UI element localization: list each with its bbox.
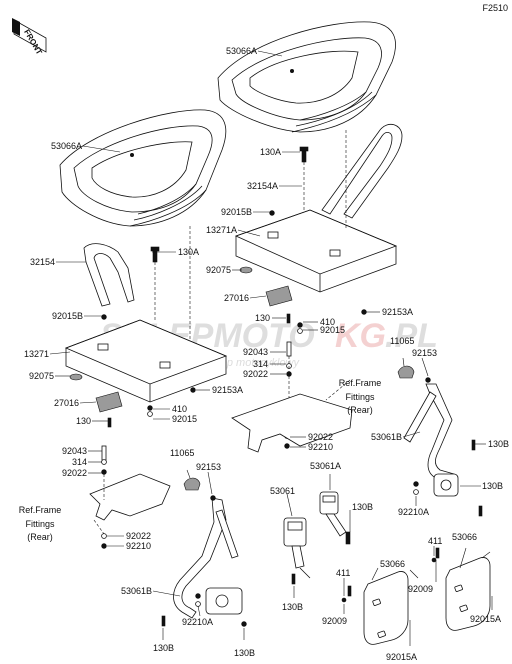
label-53066-b: 53066 bbox=[452, 532, 477, 542]
label-53061a: 53061A bbox=[310, 461, 341, 471]
label-92015-right: 92015 bbox=[320, 325, 345, 335]
label-92043-left: 92043 bbox=[62, 446, 87, 456]
label-92210a-left: 92210A bbox=[182, 617, 213, 627]
label-32154: 32154 bbox=[30, 257, 55, 267]
label-92022-mid2: 92022 bbox=[308, 432, 333, 442]
label-130b-right2: 130B bbox=[482, 481, 503, 491]
label-32154a: 32154A bbox=[247, 181, 278, 191]
label-53066a-top: 53066A bbox=[226, 46, 257, 56]
label-53061: 53061 bbox=[270, 486, 295, 496]
ref-frame-left-line3: (Rear) bbox=[27, 532, 53, 542]
label-92153-left: 92153 bbox=[196, 462, 221, 472]
watermark-text-red: KG bbox=[335, 317, 386, 355]
label-92009-a: 92009 bbox=[322, 616, 347, 626]
label-27016-right: 27016 bbox=[224, 293, 249, 303]
label-92043-mid: 92043 bbox=[243, 347, 268, 357]
label-53066-a: 53066 bbox=[380, 559, 405, 569]
label-92022-left: 92022 bbox=[62, 468, 87, 478]
ref-frame-left-line2: Fittings bbox=[25, 519, 55, 529]
label-130b-center2: 130B bbox=[282, 602, 303, 612]
ref-frame-right-line2: Fittings bbox=[345, 392, 375, 402]
figure-code: F2510 bbox=[482, 3, 508, 13]
label-92210a-right: 92210A bbox=[398, 507, 429, 517]
label-410-left: 410 bbox=[172, 404, 187, 414]
label-92210-mid: 92210 bbox=[308, 442, 333, 452]
label-130-right: 130 bbox=[255, 313, 270, 323]
part-labels: 53066A 53066A 130A 32154A 92015B 13271A … bbox=[24, 46, 509, 662]
label-92015-left: 92015 bbox=[172, 414, 197, 424]
label-130a-mid: 130A bbox=[178, 247, 199, 257]
seatbelt-left-drawing bbox=[161, 477, 247, 627]
label-314-mid: 314 bbox=[253, 359, 268, 369]
label-92015b-right: 92015B bbox=[221, 207, 252, 217]
label-92153a-right: 92153A bbox=[382, 307, 413, 317]
label-92015a-a: 92015A bbox=[386, 652, 417, 662]
label-130b-center: 130B bbox=[352, 502, 373, 512]
bracket-right-drawing bbox=[231, 393, 353, 453]
label-130-left: 130 bbox=[76, 416, 91, 426]
bracket-left-drawing bbox=[89, 473, 171, 521]
label-13271: 13271 bbox=[24, 349, 49, 359]
label-53061b-right: 53061B bbox=[371, 432, 402, 442]
label-92075-right: 92075 bbox=[206, 265, 231, 275]
label-130b-left2: 130B bbox=[234, 648, 255, 658]
seat-base-left-drawing bbox=[64, 319, 228, 403]
front-arrow-icon: FRONT bbox=[12, 18, 47, 56]
watermark-text-end: .PL bbox=[385, 317, 438, 355]
leader-lines bbox=[49, 50, 493, 646]
label-92075-left: 92075 bbox=[29, 371, 54, 381]
label-410-right: 410 bbox=[320, 317, 335, 327]
grab-bar-left-drawing bbox=[83, 243, 135, 307]
label-130b-left1: 130B bbox=[153, 643, 174, 653]
label-13271a: 13271A bbox=[206, 225, 237, 235]
label-11065-left: 11065 bbox=[170, 448, 194, 458]
label-411-b: 411 bbox=[428, 536, 442, 546]
ref-frame-right-line3: (Rear) bbox=[347, 405, 373, 415]
seat-left-drawing bbox=[59, 109, 227, 227]
label-130b-right1: 130B bbox=[488, 439, 509, 449]
seat-base-right-drawing bbox=[234, 209, 398, 293]
seat-right-drawing bbox=[217, 21, 396, 133]
label-92153-right: 92153 bbox=[412, 348, 437, 358]
label-53061b-left: 53061B bbox=[121, 586, 152, 596]
ref-frame-left-line1: Ref.Frame bbox=[19, 505, 62, 515]
ref-frame-left: Ref.Frame Fittings (Rear) bbox=[19, 505, 62, 542]
label-92015b-left: 92015B bbox=[52, 311, 83, 321]
label-27016-left: 27016 bbox=[54, 398, 79, 408]
seatbelt-right-drawing bbox=[397, 365, 483, 517]
label-92022-mid: 92022 bbox=[243, 369, 268, 379]
label-130a-top: 130A bbox=[260, 147, 281, 157]
buckles-drawing bbox=[283, 491, 351, 585]
label-92022-left2: 92022 bbox=[126, 531, 151, 541]
label-11065-right: 11065 bbox=[390, 336, 414, 346]
label-411-a: 411 bbox=[336, 568, 350, 578]
fasteners bbox=[69, 146, 367, 549]
label-92009-b: 92009 bbox=[408, 584, 433, 594]
ref-frame-right: Ref.Frame Fittings (Rear) bbox=[339, 378, 382, 415]
label-53066a-left: 53066A bbox=[51, 141, 82, 151]
grab-bar-right-drawing bbox=[321, 123, 403, 219]
label-92015a-b: 92015A bbox=[470, 614, 501, 624]
label-92210-left: 92210 bbox=[126, 541, 151, 551]
side-covers-drawing bbox=[341, 547, 491, 645]
label-92153a-left: 92153A bbox=[212, 385, 243, 395]
label-314-left: 314 bbox=[72, 457, 87, 467]
ref-frame-right-line1: Ref.Frame bbox=[339, 378, 382, 388]
